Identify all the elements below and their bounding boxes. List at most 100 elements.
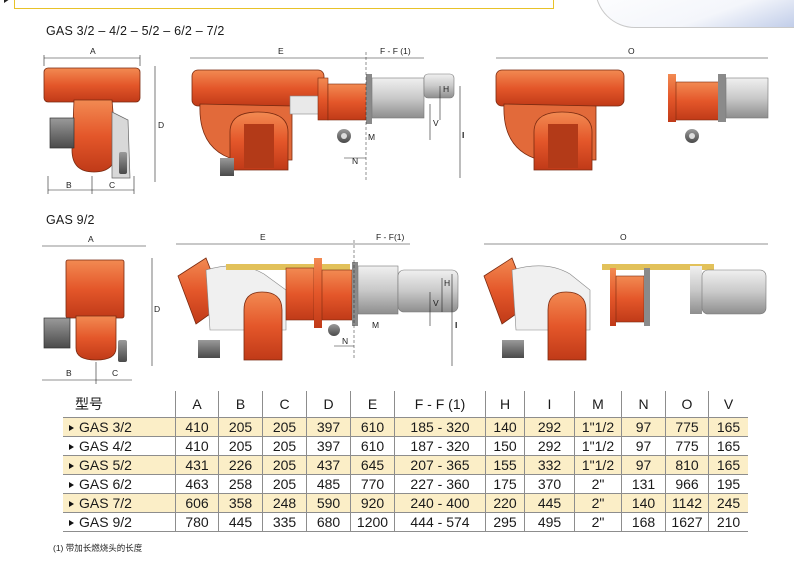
cell-v: 245 [708, 493, 748, 513]
cell-v: 165 [708, 436, 748, 456]
cell-m: 1"1/2 [574, 436, 622, 456]
cell-i: 332 [524, 455, 575, 475]
cell-o: 775 [665, 417, 709, 437]
row-arrow-icon [69, 482, 74, 488]
cell-n: 97 [621, 417, 666, 437]
cell-m: 1"1/2 [574, 417, 622, 437]
cell-c: 335 [262, 512, 307, 532]
dim-label-ff: F - F (1) [380, 46, 411, 56]
cell-o: 966 [665, 474, 709, 494]
header-b: B [218, 391, 263, 418]
table-row: GAS 5/2 431 226 205 437 645 207 - 365 15… [63, 455, 748, 475]
dim-label-d-9: D [154, 304, 160, 314]
cell-o: 775 [665, 436, 709, 456]
cell-d: 680 [306, 512, 351, 532]
footnote: (1) 带加长燃烧头的长度 [53, 543, 143, 553]
row-arrow-icon [69, 520, 74, 526]
bullet-arrow-icon [4, 0, 10, 3]
row-model-cell: GAS 3/2 [63, 417, 176, 437]
cell-h: 155 [485, 455, 525, 475]
cell-o: 1142 [665, 493, 709, 513]
cell-ff: 185 - 320 [394, 417, 486, 437]
cell-h: 140 [485, 417, 525, 437]
cell-n: 131 [621, 474, 666, 494]
top-open-view [495, 57, 769, 171]
cell-d: 590 [306, 493, 351, 513]
bottom-section-title: GAS 9/2 [46, 213, 95, 227]
cell-d: 397 [306, 417, 351, 437]
cell-e: 645 [350, 455, 395, 475]
cell-n: 97 [621, 455, 666, 475]
row-arrow-icon [69, 501, 74, 507]
row-arrow-icon [69, 463, 74, 469]
cell-o: 810 [665, 455, 709, 475]
dim-label-a: A [90, 46, 96, 56]
header-i: I [524, 391, 575, 418]
top-side-view [43, 55, 156, 194]
cell-m: 2" [574, 512, 622, 532]
cell-ff: 207 - 365 [394, 455, 486, 475]
cell-c: 205 [262, 455, 307, 475]
table-row: GAS 7/2 606 358 248 590 920 240 - 400 22… [63, 493, 748, 513]
dim-label-e: E [278, 46, 284, 56]
cell-h: 295 [485, 512, 525, 532]
cell-a: 410 [175, 436, 219, 456]
row-model-cell: GAS 9/2 [63, 513, 176, 532]
dim-label-b-9: B [66, 368, 72, 378]
bottom-open-view [483, 243, 768, 361]
dim-label-e-9: E [260, 232, 266, 242]
dim-label-v: V [433, 118, 439, 128]
cell-b: 258 [218, 474, 263, 494]
cell-c: 205 [262, 474, 307, 494]
cell-e: 610 [350, 417, 395, 437]
header-n: N [621, 391, 666, 418]
cell-b: 205 [218, 417, 263, 437]
table-row: GAS 3/2 410 205 205 397 610 185 - 320 14… [63, 417, 748, 437]
dim-label-h: H [443, 84, 449, 94]
dim-label-h-9: H [444, 278, 450, 288]
top-section-title: GAS 3/2 – 4/2 – 5/2 – 6/2 – 7/2 [46, 24, 225, 38]
dim-label-o-9: O [620, 232, 627, 242]
header-model: 型号 [75, 396, 103, 412]
cell-i: 292 [524, 436, 575, 456]
cell-m: 1"1/2 [574, 455, 622, 475]
header-d: D [306, 391, 351, 418]
cell-d: 397 [306, 436, 351, 456]
cell-b: 358 [218, 493, 263, 513]
bottom-front-view [176, 240, 459, 366]
table-header-row: 型号 A B C D E F - F (1) H I M N O V [63, 391, 748, 418]
row-model-cell: GAS 6/2 [63, 475, 176, 494]
header-e: E [350, 391, 395, 418]
header-o: O [665, 391, 709, 418]
row-arrow-icon [69, 444, 74, 450]
cell-h: 220 [485, 493, 525, 513]
dim-label-v-9: V [433, 298, 439, 308]
cell-v: 165 [708, 455, 748, 475]
cell-e: 920 [350, 493, 395, 513]
row-model-cell: GAS 7/2 [63, 493, 176, 513]
dim-label-m-9: M [372, 320, 379, 330]
dim-label-i-9: I [455, 320, 457, 330]
cell-n: 97 [621, 436, 666, 456]
dim-label-m: M [368, 132, 375, 142]
cell-e: 610 [350, 436, 395, 456]
header-m: M [574, 391, 622, 418]
dim-label-c-9: C [112, 368, 118, 378]
cell-v: 165 [708, 417, 748, 437]
cell-ff: 240 - 400 [394, 493, 486, 513]
cell-i: 292 [524, 417, 575, 437]
cell-n: 140 [621, 493, 666, 513]
header-ff: F - F (1) [394, 391, 486, 418]
dim-label-o: O [628, 46, 635, 56]
dim-label-a-9: A [88, 234, 94, 244]
cell-h: 150 [485, 436, 525, 456]
table-row: GAS 4/2 410 205 205 397 610 187 - 320 15… [63, 436, 748, 456]
cell-m: 2" [574, 493, 622, 513]
cell-b: 205 [218, 436, 263, 456]
dim-label-n: N [352, 156, 358, 166]
bottom-side-view [42, 245, 153, 384]
cell-e: 1200 [350, 512, 395, 532]
cell-v: 195 [708, 474, 748, 494]
table-row: GAS 9/2 780 445 335 680 1200 444 - 574 2… [63, 512, 748, 532]
dim-label-b: B [66, 180, 72, 190]
